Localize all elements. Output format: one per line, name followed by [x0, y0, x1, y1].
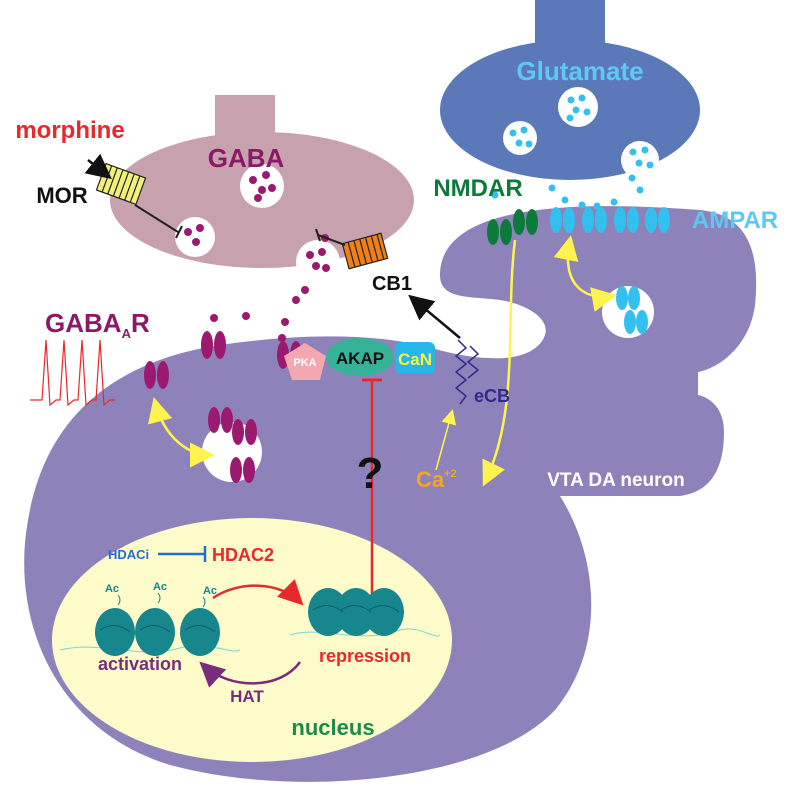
glutamate-terminal: [440, 0, 700, 180]
morphine-arrow: [84, 153, 112, 180]
ampar-label: AMPAR: [692, 207, 778, 234]
yellow-arrows: [148, 235, 617, 487]
inhibition-lines: [134, 204, 346, 246]
ca-label-group: Ca+2: [416, 467, 457, 492]
pka-label: PKA: [293, 357, 316, 369]
gabaa-receptors: [144, 331, 302, 483]
hdaci-inhibition: [158, 546, 207, 562]
mor-label: MOR: [36, 183, 87, 208]
ca-superscript: +2: [444, 468, 457, 480]
activation-label: activation: [98, 654, 182, 674]
gabaa-subscript: A: [122, 326, 132, 341]
hdac2-label: HDAC2: [212, 545, 274, 565]
hdac-repression-arrow: [212, 579, 304, 606]
hat-label: HAT: [230, 687, 264, 706]
hat-activation-arrow: [199, 661, 302, 688]
nucleus-body: [52, 518, 452, 762]
nmdar-label: NMDAR: [433, 175, 522, 202]
repression-label: repression: [319, 646, 411, 666]
vta-neuron-label: VTA DA neuron: [547, 470, 685, 491]
ac-label-1: Ac: [105, 583, 119, 595]
ecb-to-cb1-arrow: [408, 294, 461, 339]
question-mark: ?: [357, 449, 384, 498]
ac-label-2: Ac: [153, 581, 167, 593]
nucleosomes: [59, 588, 441, 656]
ampar-receptors: [550, 207, 670, 334]
mor-inhibits-vesicle: [134, 204, 179, 233]
akap-question-inhibition: [362, 378, 382, 600]
action-potential-trace: [30, 339, 115, 407]
cb1-label: CB1: [372, 273, 412, 295]
gaba-vesicle-dots: [184, 171, 330, 342]
ac-label-3: Ac: [203, 585, 217, 597]
hdaci-label: HDACi: [108, 547, 149, 562]
ca-label: Ca: [416, 467, 445, 492]
gabaa-label: GABA: [45, 308, 122, 338]
nmdar-receptors: [487, 209, 538, 245]
gaba-label: GABA: [208, 143, 285, 173]
glutamate-vesicle-dots: [491, 94, 654, 210]
gabaa-label-group: GABAAR: [45, 308, 150, 341]
can-label: CaN: [398, 350, 432, 369]
glutamate-label: Glutamate: [516, 56, 643, 86]
gabaa-tail: R: [131, 308, 150, 338]
morphine-label: morphine: [15, 117, 124, 144]
nucleus-label: nucleus: [291, 715, 374, 740]
signaling-complex: [284, 338, 435, 380]
ecb-molecule: [454, 339, 468, 405]
ecb-label: eCB: [474, 386, 510, 406]
cb1-receptor: [341, 232, 389, 270]
akap-label: AKAP: [336, 349, 384, 368]
